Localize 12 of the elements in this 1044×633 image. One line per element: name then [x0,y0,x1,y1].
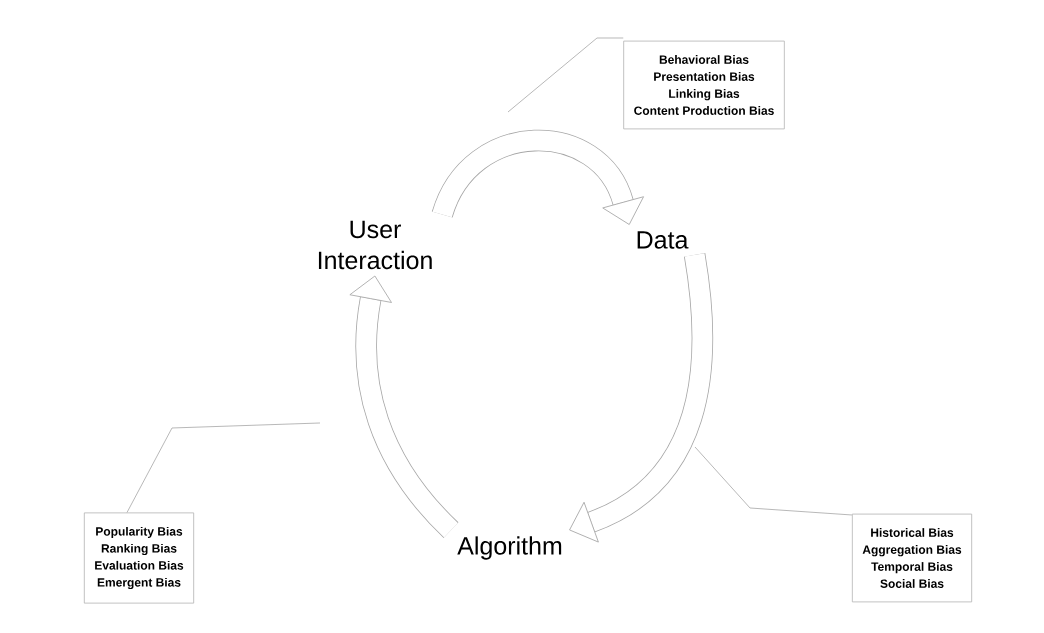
curved-block-arrow [432,129,644,225]
bias-list-box: Historical Bias Aggregation Bias Temporal Bias Social Bias [851,513,973,603]
curved-block-arrow [569,253,714,543]
stage-label: User Interaction [318,220,432,270]
stage-label: Algorithm [457,536,562,560]
leader-line [694,446,853,516]
stage-label: Data [637,231,689,249]
leader-line [507,37,624,113]
leader-line [126,422,321,513]
bias-list-box: Behavioral Bias Presentation Bias Linking Bias Content Production Bias [623,40,785,130]
bias-list-box: Popularity Bias Ranking Bias Evaluation Bias Emergent Bias [83,512,195,604]
curved-block-arrow [349,275,459,538]
